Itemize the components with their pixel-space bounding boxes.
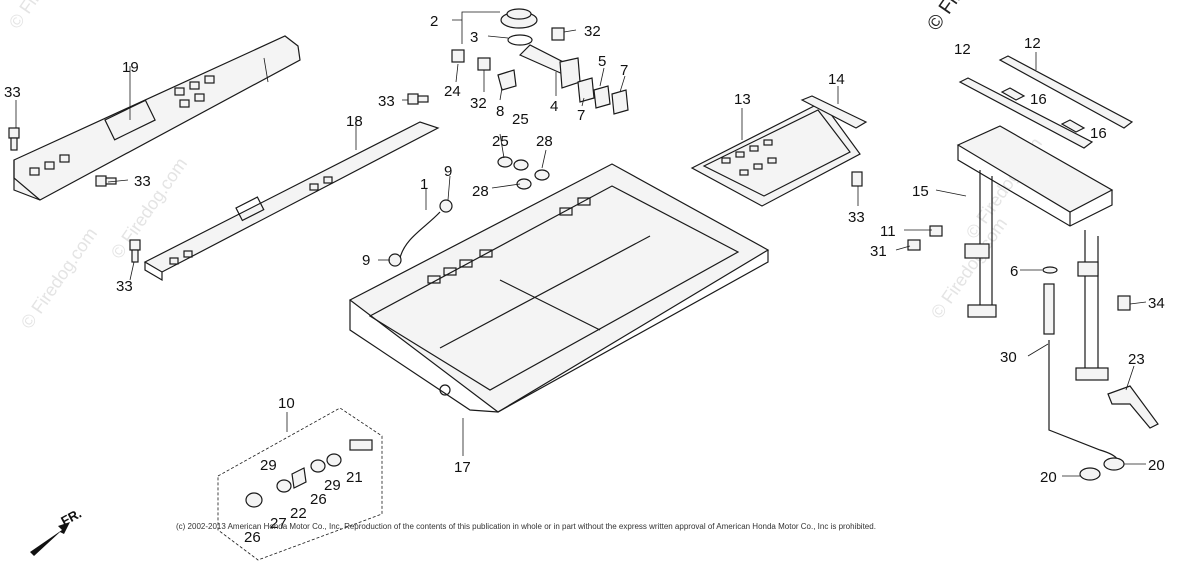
watermark-2: © Firedog.com [17,224,101,332]
clip-6 [1042,266,1058,274]
bolt-31 [907,239,921,251]
part-13-cover [690,101,861,207]
label-22: 22 [290,505,307,522]
label-3: 3 [470,29,478,46]
label-33c: 33 [116,278,133,295]
front-arrow-icon: FR. [30,506,84,556]
grommets-25-28 [497,156,550,190]
label-1: 1 [420,176,428,193]
label-15: 15 [912,183,929,200]
bracket-23 [1107,385,1159,429]
label-8: 8 [496,103,504,120]
label-20a: 20 [1040,469,1057,486]
label-13: 13 [734,91,751,108]
washer-3 [507,34,533,46]
label-21: 21 [346,469,363,486]
hose-1 [399,211,441,259]
part-15-tray [956,125,1114,381]
label-16b: 16 [1090,125,1107,142]
label-19: 19 [122,59,139,76]
part-labels: 1 2 3 4 5 6 7 7 8 9 9 10 11 12 12 13 14 … [4,13,1165,546]
bolt-32-b [477,57,491,71]
tab-16-a [1000,87,1026,101]
label-6: 6 [1010,263,1018,280]
label-5: 5 [598,53,606,70]
label-33e: 33 [848,209,865,226]
grommet-20-a [1079,467,1101,481]
bolt-33-a [8,127,20,151]
plate-5 [593,85,611,109]
label-28a: 28 [536,133,553,150]
label-14: 14 [828,71,845,88]
clip-11 [929,225,943,237]
tab-16-b [1060,119,1086,133]
watermark-1: © Firedog.com [5,0,89,32]
label-32a: 32 [584,23,601,40]
label-10: 10 [278,395,295,412]
strip-14 [800,95,868,129]
label-17: 17 [454,459,471,476]
label-12b: 12 [1024,35,1041,52]
label-7a: 7 [577,107,585,124]
label-12a: 12 [954,41,971,58]
watermark-top-right: © Fire [923,0,972,35]
label-18: 18 [346,113,363,130]
label-29a: 29 [260,457,277,474]
label-32b: 32 [470,95,487,112]
label-26b: 26 [244,529,261,546]
part-18-bracket [143,121,440,282]
leader-lines [15,11,1147,477]
bolt-32-a [551,27,565,41]
bolt-33-e [851,171,863,187]
label-26a: 26 [310,491,327,508]
bracket-8 [497,69,517,91]
tube-30 [1048,340,1119,471]
label-9a: 9 [444,163,452,180]
label-16a: 16 [1030,91,1047,108]
label-24: 24 [444,83,461,100]
label-20b: 20 [1148,457,1165,474]
bolt-33-c [129,239,141,263]
plate-7-b [611,89,629,115]
label-34: 34 [1148,295,1165,312]
part-17-frame [348,163,770,413]
label-7b: 7 [620,62,628,79]
grommet-20-b [1103,457,1125,471]
label-31: 31 [870,243,887,260]
label-30: 30 [1000,349,1017,366]
label-9b: 9 [362,252,370,269]
label-29b: 29 [324,477,341,494]
label-11: 11 [880,223,896,240]
bolt-33-b [95,175,117,187]
label-25a: 25 [492,133,509,150]
label-28b: 28 [472,183,489,200]
part-4-bracket [518,44,581,89]
clip-24 [451,49,465,63]
plate-7-a [577,77,595,103]
label-33a: 33 [4,84,21,101]
copyright-notice: (c) 2002-2013 American Honda Motor Co., … [176,522,876,531]
bolt-33-d [407,93,429,105]
kit-10-box [217,407,383,561]
label-27: 27 [270,515,287,532]
label-33b: 33 [134,173,151,190]
label-2: 2 [430,13,438,30]
strip-12-b [998,55,1134,129]
label-33d: 33 [378,93,395,110]
tube-30-upper [1043,283,1055,335]
bolt-34 [1117,295,1131,311]
clamp-9-a [439,199,453,213]
label-25b: 25 [512,111,529,128]
cap-2 [500,8,538,29]
strip-12-a [958,77,1094,149]
kit-10-parts [245,439,373,508]
clamp-9-b [388,253,402,267]
part-19-bracket [13,35,301,201]
label-4: 4 [550,98,558,115]
label-23: 23 [1128,351,1145,368]
